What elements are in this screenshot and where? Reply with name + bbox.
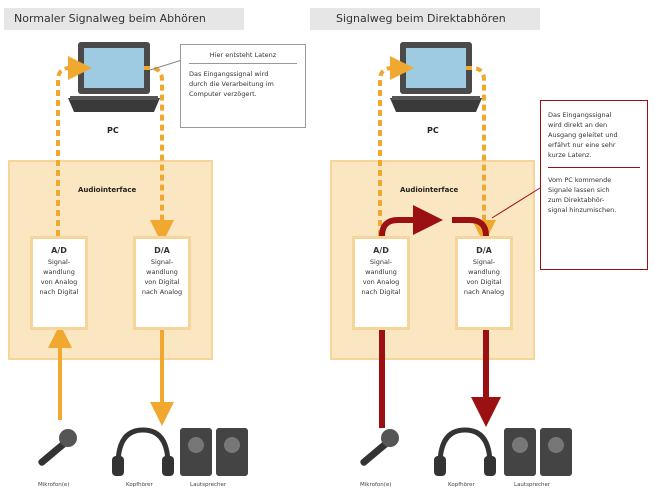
right-da-line-4: nach Analog — [463, 288, 505, 296]
right-note-connector — [491, 187, 541, 219]
left-ad-line-4: nach Digital — [39, 288, 79, 296]
left-microphone-icon — [38, 429, 77, 466]
right-phones-label: Kopfhörer — [448, 482, 475, 488]
right-ad-line-1: Signal- — [369, 258, 393, 266]
right-direct-path — [379, 205, 501, 428]
right-da-title: D/A — [476, 246, 492, 255]
left-da-line-3: von Digital — [144, 278, 180, 286]
left-pc-label: PC — [107, 126, 119, 135]
right-da-line-1: Signal- — [472, 258, 496, 266]
left-ad-title: A/D — [51, 246, 67, 255]
right-microphone-icon — [360, 429, 399, 466]
left-note-title: Hier entsteht Latenz — [189, 51, 297, 64]
right-note1-line-1: Das Eingangssignal — [548, 111, 612, 119]
right-note2-line-3: zum Direktabhör- — [548, 196, 605, 204]
right-ad-line-4: nach Digital — [361, 288, 401, 296]
left-laptop-icon — [68, 42, 160, 112]
left-headphones-icon — [112, 427, 174, 476]
left-da-line-2: wandlung — [146, 268, 178, 276]
right-note-divider — [548, 167, 640, 168]
left-da-line-4: nach Analog — [141, 288, 183, 296]
left-digital-path — [56, 56, 174, 244]
right-da-line-2: wandlung — [468, 268, 500, 276]
right-ad-converter: A/D Signal- wandlung von Analog nach Dig… — [352, 236, 410, 330]
right-note1-line-5: kurze Latenz. — [548, 151, 592, 159]
right-pc-label: PC — [427, 126, 439, 135]
left-speakers-icon — [180, 428, 248, 476]
right-note1-line-4: erfährt nur eine sehr — [548, 141, 616, 149]
right-note1-line-3: Ausgang geleitet und — [548, 131, 618, 139]
left-da-line-1: Signal- — [150, 258, 174, 266]
left-ad-line-3: von Analog — [40, 278, 78, 286]
right-speakers-label: Lautsprecher — [514, 482, 551, 488]
left-ad-line-2: wandlung — [43, 268, 75, 276]
right-note2-line-2: Signale lassen sich — [548, 186, 610, 194]
left-ad-line-1: Signal- — [47, 258, 71, 266]
left-da-converter: D/A Signal- wandlung von Digital nach An… — [133, 236, 191, 330]
left-speakers-label: Lautsprecher — [190, 482, 227, 488]
left-da-title: D/A — [154, 246, 170, 255]
left-analog-path — [48, 324, 174, 426]
left-note-line-2: durch die Verarbeitung im — [189, 80, 274, 88]
right-da-converter: D/A Signal- wandlung von Digital nach An… — [455, 236, 513, 330]
left-interface-label: Audiointerface — [78, 186, 137, 194]
left-ad-converter: A/D Signal- wandlung von Analog nach Dig… — [30, 236, 88, 330]
left-latency-note: Hier entsteht Latenz Das Eingangssignal … — [180, 44, 306, 128]
left-mic-label: Mikrofon(e) — [38, 482, 70, 488]
right-speakers-icon — [504, 428, 572, 476]
left-phones-label: Kopfhörer — [126, 482, 153, 488]
left-note-connector — [149, 59, 183, 71]
left-header: Normaler Signalweg beim Abhören — [4, 8, 244, 30]
left-note-line-3: Computer verzögert. — [189, 90, 257, 98]
right-digital-path — [378, 56, 496, 244]
right-interface-label: Audiointerface — [400, 186, 459, 194]
right-headphones-icon — [434, 427, 496, 476]
right-header: Signalweg beim Direktabhören — [310, 8, 540, 30]
right-note2-line-1: Vom PC kommende — [548, 176, 612, 184]
right-ad-line-2: wandlung — [365, 268, 397, 276]
right-note2-line-4: signal hinzumischen. — [548, 206, 617, 214]
left-note-line-1: Das Eingangssignal wird — [189, 70, 269, 78]
right-laptop-icon — [390, 42, 482, 112]
right-ad-title: A/D — [373, 246, 389, 255]
right-mic-label: Mikrofon(e) — [360, 482, 392, 488]
right-da-line-3: von Digital — [466, 278, 502, 286]
right-ad-line-3: von Analog — [362, 278, 400, 286]
right-note1-line-2: wird direkt an den — [548, 121, 608, 129]
right-direct-note: Das Eingangssignal wird direkt an den Au… — [540, 100, 648, 270]
